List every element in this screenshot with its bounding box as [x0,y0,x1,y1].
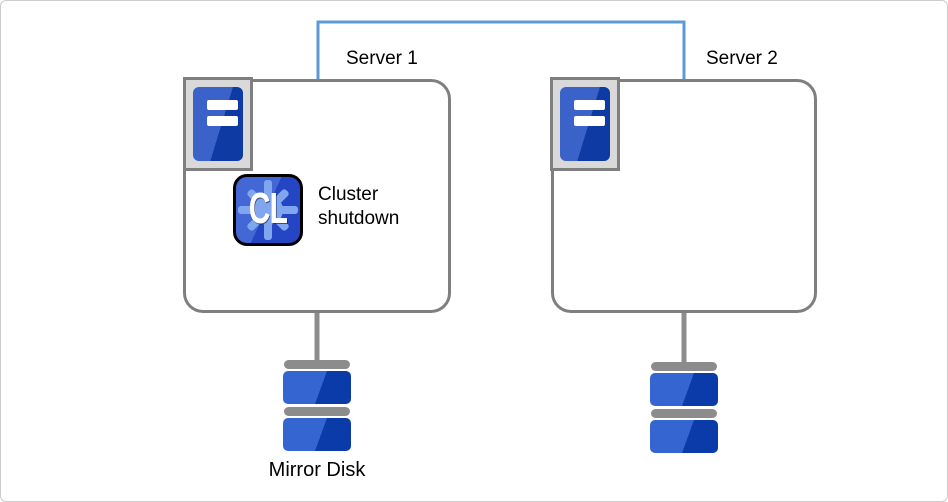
disk-stack-icon [650,362,718,453]
cl-badge-text: CL [248,184,288,233]
cluster-shutdown-caption: Cluster shutdown [318,183,399,231]
gear-icon [238,180,298,240]
server-1-icon-frame [183,77,253,171]
disk-platter [283,418,351,451]
server-2-icon-frame [550,77,620,171]
disk-divider-bar [651,409,717,418]
interconnect-line [316,20,686,81]
disk-cap-bar [284,360,350,369]
server-slot-bar [207,100,238,110]
server-slot-bar [207,116,238,126]
server-tower-icon [560,87,610,161]
cl-badge-icon: CL [233,174,303,246]
disk-platter [283,371,351,404]
server-1-label: Server 1 [346,48,418,69]
disk-platter [650,420,718,453]
disk-stack-icon [283,360,351,451]
server-2-box [551,79,817,313]
mirror-disk-label: Mirror Disk [268,459,366,481]
caption-line-1: Cluster [318,184,379,205]
caption-line-2: shutdown [318,208,400,229]
disk-divider-bar [284,407,350,416]
server-slot-bar [574,116,605,126]
disk-platter [650,373,718,406]
server-slot-bar [574,100,605,110]
server-tower-icon [193,87,243,161]
disk-cap-bar [651,362,717,371]
server-2-label: Server 2 [706,48,778,69]
